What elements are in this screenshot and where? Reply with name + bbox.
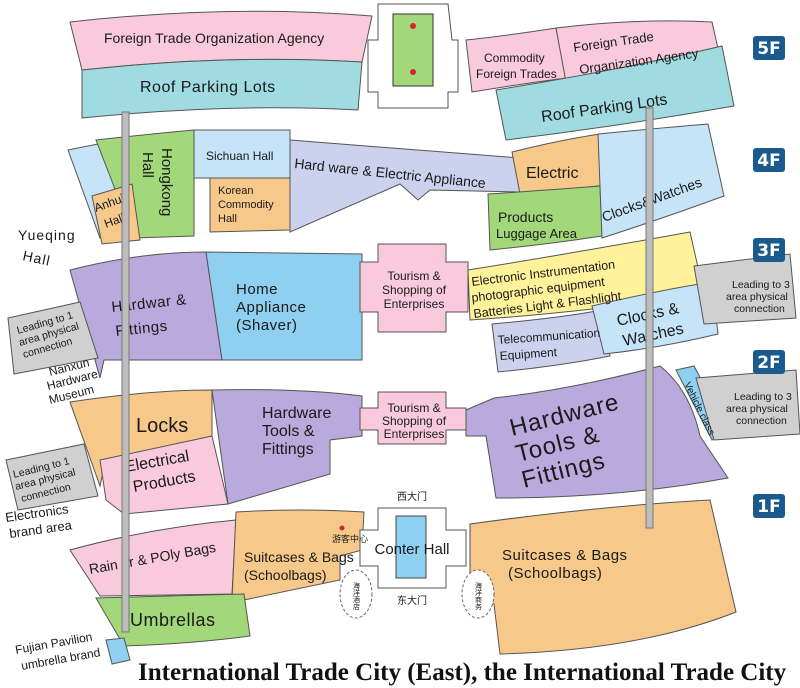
badge-5f-label: 5F [757,39,780,59]
label-home-line3: (Shaver) [236,317,298,334]
label-products-line2: Luggage Area [496,226,578,241]
zone-telecom[interactable] [491,309,611,373]
badge-2f[interactable]: 2F [753,350,785,374]
badge-2f-label: 2F [757,353,780,373]
label-sichuan: Sichuan Hall [206,149,273,163]
label-telecom-line2: Equipment [499,345,558,363]
label-hardware-left-line3: Fittings [262,441,314,458]
hotel-left-marker[interactable] [339,569,373,619]
label-hotel-left: 海洋酒店 [353,581,361,611]
label-korean-line2: Commodity [218,199,274,211]
label-tourism-2f-line3: Enterprises [384,427,445,441]
label-commodity-line2: Foreign Trades [476,67,557,81]
center-hall-pool [395,515,427,579]
label-commodity-line1: Commodity [484,51,545,65]
label-hongkong-line1: Hongkong [158,148,175,216]
label-yueqing-line1: Yueqing [18,227,76,243]
label-hardware-left-line2: Tools & [262,423,315,440]
badge-4f[interactable]: 4F [753,148,785,172]
label-home-line1: Home [236,281,278,298]
label-tourism-3f-line3: Enterprises [384,297,445,311]
floor-3f: Hardwar & Fittings Home Appliance (Shave… [7,231,797,407]
badge-1f[interactable]: 1F [753,494,785,518]
label-leading3-2f-line2: area physical [726,403,788,415]
label-visitor-center: 游客中心 [332,533,368,544]
label-umbrellas: Umbrellas [130,610,216,630]
floor-1f: Rain ar & POly Bags Suitcases & Bags (Sc… [14,490,785,673]
label-leading3-2f-line1: Leading to 3 [734,391,792,403]
zone-hardware-electric[interactable] [289,139,521,233]
badge-3f[interactable]: 3F [753,238,785,262]
pillar-left [121,111,130,633]
label-tourism-3f-line1: Tourism & [387,269,440,283]
label-products-line1: Products [498,209,553,225]
floor-4f: Hongkong Hall Sichuan Hall Hard ware & E… [18,123,785,269]
badge-5f[interactable]: 5F [753,36,785,60]
zone-suitcases-left[interactable] [231,509,365,601]
pillar-right [645,107,654,529]
label-locks: Locks [136,415,188,437]
label-yueqing-line2: Hall [21,247,52,268]
label-korean-line3: Hall [218,213,237,225]
badge-1f-label: 1F [757,497,780,517]
visitor-center-marker[interactable] [339,525,345,531]
label-leading3-3f-line3: connection [734,303,785,315]
label-anhui-line2: Hall [102,211,126,231]
label-leading3-3f-line2: area physical [726,291,788,303]
label-leading3-3f-line1: Leading to 3 [732,279,790,291]
badge-4f-label: 4F [757,151,780,171]
zone-roof-parking-left[interactable] [81,58,363,119]
zone-suitcases-right[interactable] [469,499,737,655]
floor-5f: Foreign Trade Organization Agency Roof P… [69,3,785,141]
label-hardware-left-line1: Hardware [262,405,331,422]
zone-roof-parking-right[interactable] [495,45,735,141]
label-roof-parking-left: Roof Parking Lots [140,79,276,96]
zone-umbrellas[interactable] [95,593,251,647]
zone-clocks-4f[interactable] [597,123,725,239]
zone-electrical-products[interactable] [99,435,229,515]
hotel-right-marker[interactable] [461,569,495,619]
label-leading3-2f-line3: connection [736,415,787,427]
label-korean-line1: Korean [218,185,253,197]
label-electric: Electric [526,165,578,182]
label-suitcases-right-line2: (Schoolbags) [508,565,602,582]
label-hotel-right: 海洋商务 [475,581,483,611]
label-west-gate: 西大门 [397,490,427,503]
connector-pillars [121,107,654,633]
label-east-gate: 东大门 [397,594,427,607]
zone-hongkong-hall[interactable] [95,129,195,239]
badge-3f-label: 3F [757,241,780,261]
zone-tourism-3f[interactable] [359,243,469,333]
label-foreign-trade-left: Foreign Trade Organization Agency [104,30,324,46]
label-tourism-3f-line2: Shopping of [382,283,447,297]
zone-hardware-tools-right[interactable] [465,365,729,499]
label-suitcases-right-line1: Suitcases & Bags [502,547,628,564]
label-hongkong-line2: Hall [139,152,156,178]
center-courtyard-5f [367,3,459,109]
zone-fujian-strip[interactable] [105,637,131,665]
label-tourism-2f-line2: Shopping of [382,414,447,428]
zone-home-appliance[interactable] [205,251,363,361]
zone-tourism-2f[interactable] [359,391,467,445]
center-hall-block [359,507,467,589]
zone-hardware-tools-left[interactable] [211,389,363,505]
zone-leading-1-3f[interactable] [7,301,99,375]
floor-2f: Locks Electrical Products Hardware Tools… [4,350,800,541]
label-tourism-2f-line1: Tourism & [387,401,440,415]
zone-leading-1-2f[interactable] [5,443,99,511]
label-suitcases-left-line1: Suitcases & Bags [244,549,354,565]
map-title: International Trade City (East), the Int… [138,659,787,686]
label-suitcases-left-line2: (Schoolbags) [244,567,327,583]
label-center-hall: Conter Hall [374,541,449,558]
label-home-line2: Appliance [236,299,306,316]
